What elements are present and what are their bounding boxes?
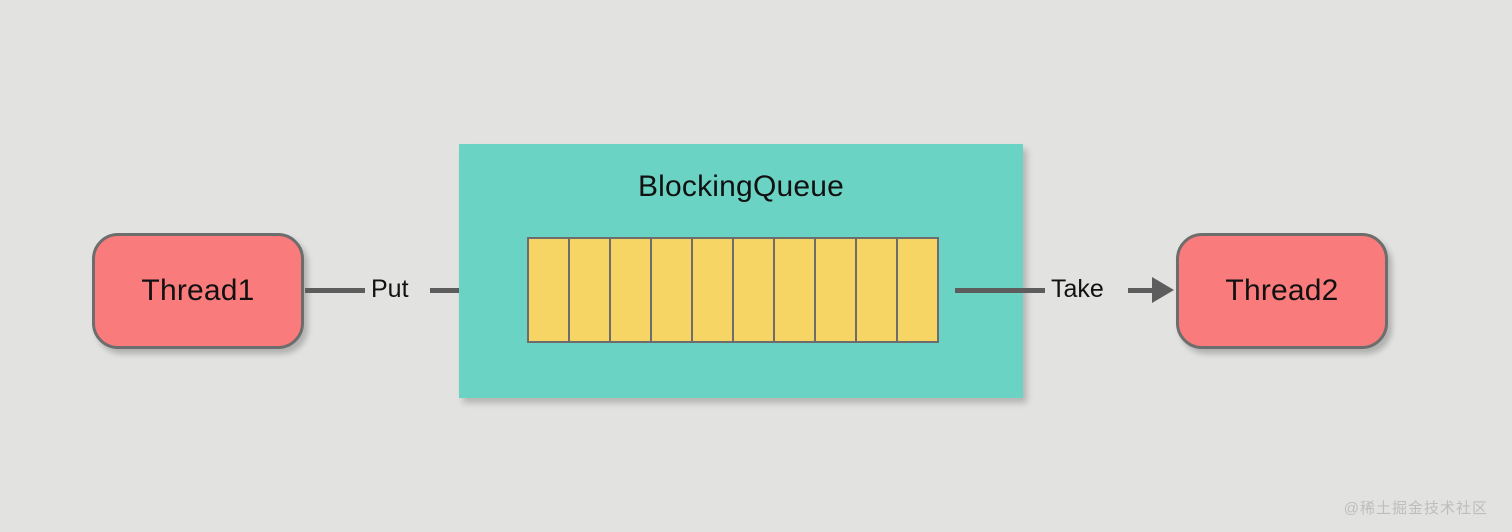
queue-cell [732,237,775,343]
thread1-label: Thread1 [141,274,255,307]
take-arrow-icon [1152,277,1174,303]
blocking-queue-node[interactable]: BlockingQueue [459,144,1023,398]
queue-cell [773,237,816,343]
queue-cell [855,237,898,343]
thread2-label: Thread2 [1225,274,1339,307]
queue-cell [609,237,652,343]
watermark: @稀土掘金技术社区 [1343,500,1488,517]
put-edge-line-left [305,288,365,293]
queue-cell [691,237,734,343]
thread2-node[interactable]: Thread2 [1176,233,1388,349]
queue-cell [814,237,857,343]
take-edge-line-right [1128,288,1154,293]
queue-cell [650,237,693,343]
put-edge-label: Put [371,275,409,303]
thread1-node[interactable]: Thread1 [92,233,304,349]
queue-cell [527,237,570,343]
blocking-queue-title: BlockingQueue [637,170,845,203]
queue-cell [896,237,939,343]
take-edge-line-left [955,288,1045,293]
queue-cell [568,237,611,343]
blocking-queue-cells [527,237,939,343]
take-edge-label: Take [1051,275,1104,303]
